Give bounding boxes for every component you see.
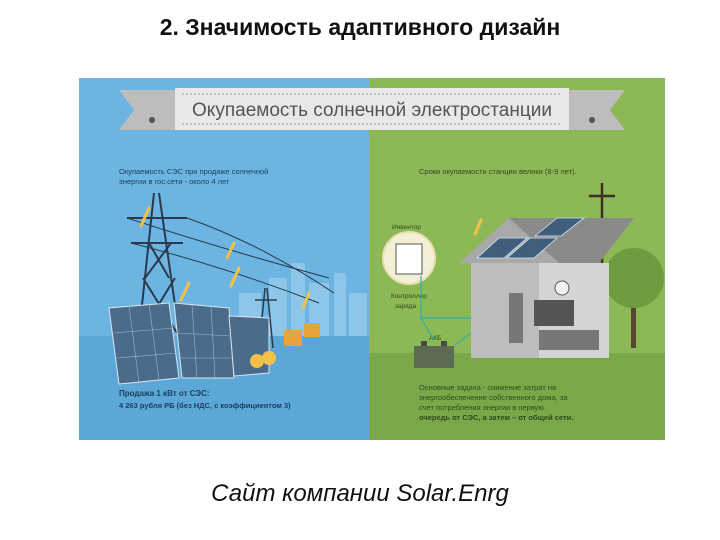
label-battery: АКБ: [429, 335, 441, 342]
left-bottom-text-line1: Продажа 1 кВт от СЭС:: [119, 389, 210, 398]
infographic-image: Окупаемость солнечной электростанции Оку…: [79, 78, 665, 440]
house: [459, 218, 634, 358]
inverter-illustration: [382, 231, 436, 285]
label-controller-line2: заряда: [395, 303, 416, 310]
banner: Окупаемость солнечной электростанции: [119, 88, 625, 130]
banner-title: Окупаемость солнечной электростанции: [192, 100, 552, 121]
city-skyline: [239, 263, 367, 338]
right-bottom-text-line1: Основные задача - снижение затрат на: [419, 383, 557, 392]
label-inverter: Инвентор: [392, 224, 421, 231]
slide-caption: Сайт компании Solar.Enrg: [211, 480, 509, 507]
left-top-text-line2: энергии в гос.сети - около 4 лет: [119, 177, 230, 186]
right-bottom-text-line2: энергообеспечение собственного дома, за: [419, 393, 568, 402]
power-wires: [126, 217, 335, 304]
left-bottom-text-line2: 4 263 рубля РБ (без НДС, с коэффициентом…: [119, 401, 291, 410]
wires-right: [420, 276, 472, 347]
battery-illustration: [414, 341, 454, 368]
slide-title: 2. Значимость адаптивного дизайн: [159, 14, 561, 40]
right-bottom-text-line4: очередь от СЭС, а затем – от общей сети.: [419, 413, 573, 422]
money-coins: [250, 323, 320, 368]
left-top-text-line1: Окупаемость СЭС при продаже солнечной: [119, 167, 268, 176]
label-controller-line1: Контроллер: [391, 293, 427, 300]
right-top-text: Сроки окупаемости станции велики (8-9 ле…: [419, 167, 577, 176]
solar-panels-roof: [475, 217, 586, 259]
right-bottom-text-line3: счет потребления энергии в первую: [419, 403, 544, 412]
